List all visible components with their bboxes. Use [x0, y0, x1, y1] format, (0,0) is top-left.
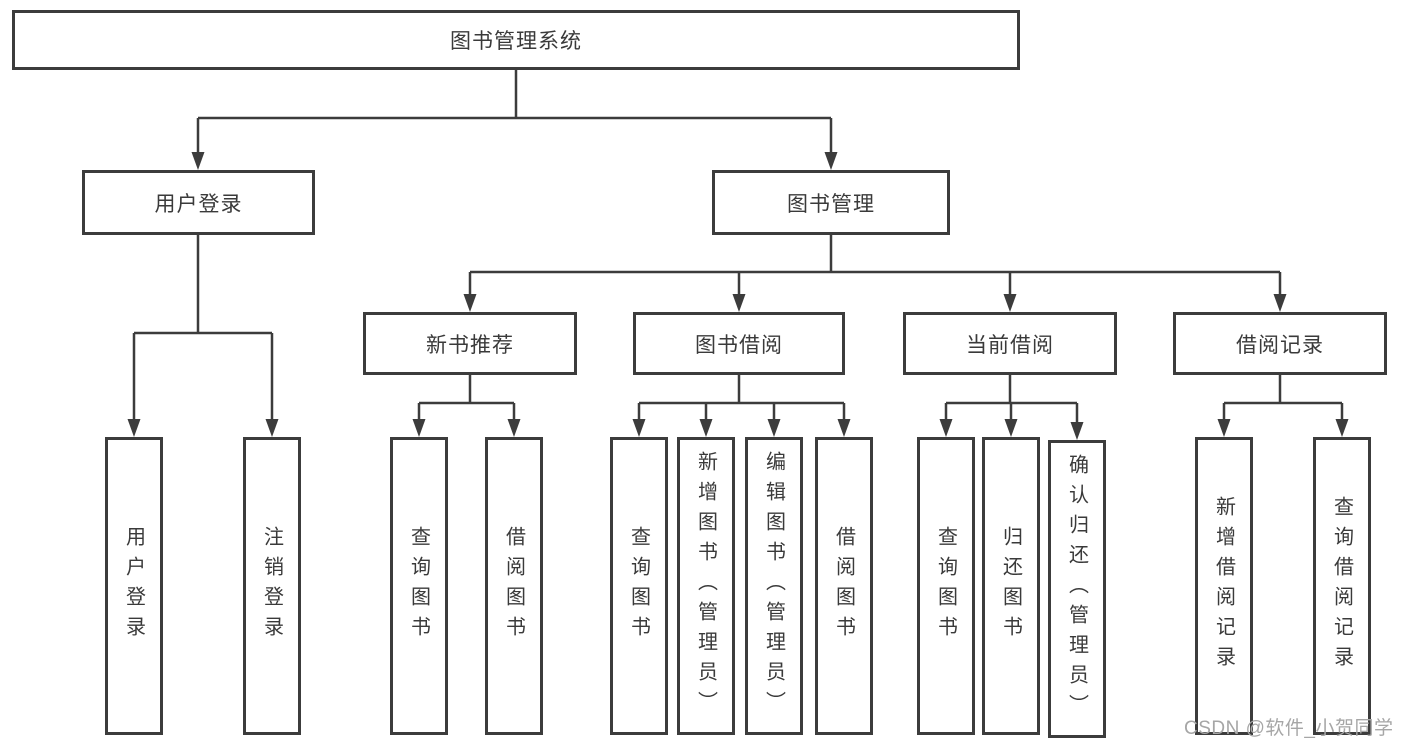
leaf-label: 新增图书（管理员）: [694, 451, 717, 721]
leaf-return-books: 归还图书: [982, 437, 1040, 735]
leaf-borrow-books-recommend: 借阅图书: [485, 437, 543, 735]
leaf-label: 用户登录: [122, 526, 145, 646]
leaf-label: 归还图书: [999, 526, 1022, 646]
node-root: 图书管理系统: [12, 10, 1020, 70]
connector-book-borrow-split: [637, 375, 846, 424]
leaf-query-books-current: 查询图书: [917, 437, 975, 735]
leaf-add-book-admin: 新增图书（管理员）: [677, 437, 735, 735]
leaf-label: 查询借阅记录: [1330, 496, 1353, 676]
leaf-logout: 注销登录: [243, 437, 301, 735]
leaf-query-books-borrow: 查询图书: [610, 437, 668, 735]
leaf-label: 查询图书: [934, 526, 957, 646]
node-user-login: 用户登录: [82, 170, 315, 235]
leaf-add-borrow-record: 新增借阅记录: [1195, 437, 1253, 735]
connector-book-management-split: [468, 235, 1282, 299]
leaf-edit-book-admin: 编辑图书（管理员）: [745, 437, 803, 735]
node-book-management: 图书管理: [712, 170, 950, 235]
connector-user-login-split: [132, 235, 274, 424]
leaf-label: 查询图书: [407, 526, 430, 646]
connector-new-book-split: [417, 375, 516, 424]
leaf-label: 确认归还（管理员）: [1065, 454, 1088, 724]
leaf-label: 借阅图书: [832, 526, 855, 646]
leaf-label: 编辑图书（管理员）: [762, 451, 785, 721]
csdn-watermark: CSDN @软件_小贺同学: [1184, 718, 1394, 739]
connector-current-borrow-split: [944, 375, 1079, 427]
arrowheads: [127, 152, 1349, 440]
leaf-label: 借阅图书: [502, 526, 525, 646]
node-book-borrow: 图书借阅: [633, 312, 845, 375]
leaf-borrow-books: 借阅图书: [815, 437, 873, 735]
node-current-borrow: 当前借阅: [903, 312, 1117, 375]
leaf-query-books-recommend: 查询图书: [390, 437, 448, 735]
leaf-label: 查询图书: [627, 526, 650, 646]
connector-root-split: [196, 70, 833, 158]
leaf-confirm-return-admin: 确认归还（管理员）: [1048, 440, 1106, 738]
leaf-user-login: 用户登录: [105, 437, 163, 735]
node-new-book-recommend: 新书推荐: [363, 312, 577, 375]
leaf-label: 新增借阅记录: [1212, 496, 1235, 676]
leaf-label: 注销登录: [260, 526, 283, 646]
node-borrow-records: 借阅记录: [1173, 312, 1387, 375]
connector-borrow-records-split: [1222, 375, 1344, 424]
leaf-query-borrow-record: 查询借阅记录: [1313, 437, 1371, 735]
